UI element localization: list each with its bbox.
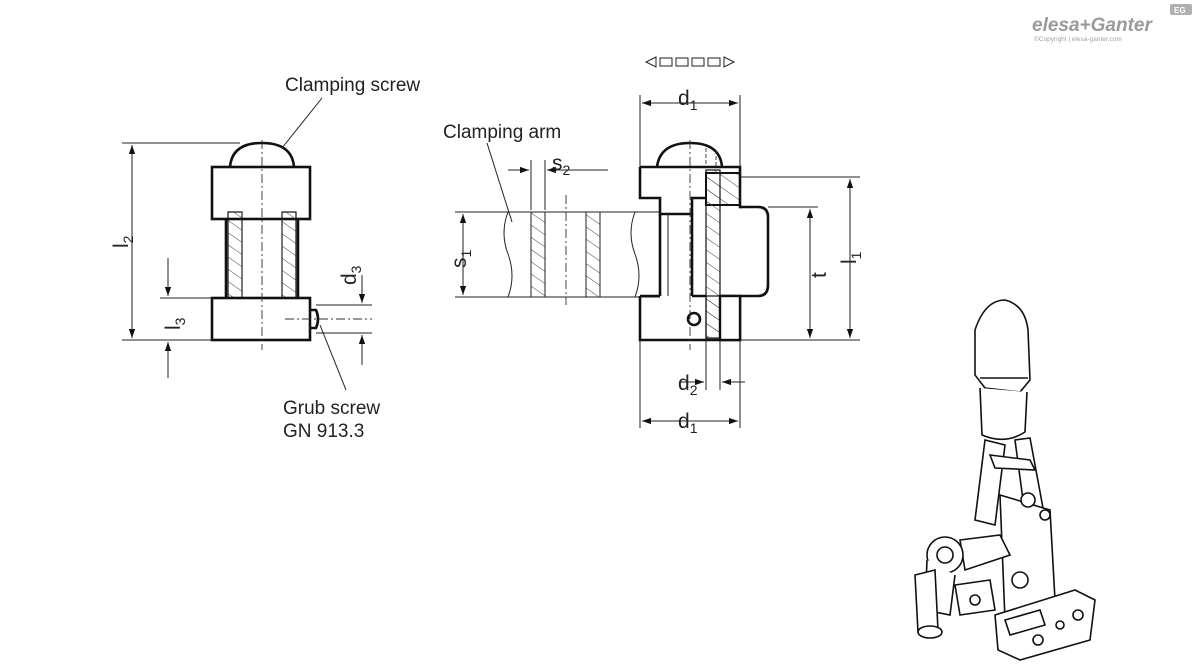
brand-copyright: ©Copyright | elesa-ganter.com — [1034, 35, 1122, 43]
shaft-right-hatch — [281, 211, 297, 299]
shaft-left-hatch — [227, 211, 243, 299]
grub-screw-end — [686, 311, 702, 327]
label-grub-screw-ref: GN 913.3 — [283, 421, 364, 442]
clamping-arm — [460, 211, 660, 298]
label-clamping-screw: Clamping screw — [285, 75, 420, 96]
right-section-view — [455, 95, 860, 428]
arm-hatch-right — [586, 212, 600, 297]
rounded-tab — [740, 205, 770, 298]
label-grub-screw: Grub screw — [283, 398, 380, 419]
dim-t: t — [808, 272, 831, 278]
dim-l3: l3 — [162, 317, 188, 330]
dim-d1-top: d1 — [678, 87, 698, 113]
toggle-clamp-illustration — [914, 299, 1096, 661]
brand-logo: elesa+Ganter — [1032, 15, 1153, 36]
dim-d3: d3 — [338, 265, 364, 285]
left-section-view — [122, 97, 372, 391]
dim-l1: l1 — [838, 251, 864, 264]
label-clamping-arm: Clamping arm — [443, 122, 561, 143]
upper-block — [210, 165, 312, 221]
dim-d1-bottom: d1 — [678, 410, 698, 436]
grub-screw — [310, 308, 320, 330]
dim-s2: s2 — [552, 152, 571, 178]
dim-d2: d2 — [678, 372, 698, 398]
arm-hatch-left — [531, 212, 545, 297]
svg-text:EG: EG — [1174, 6, 1186, 15]
lower-block — [210, 296, 312, 342]
eg-logo-icon: EG — [1170, 4, 1192, 15]
dim-l2: l2 — [110, 235, 136, 248]
dim-s1: s1 — [448, 250, 474, 269]
view-direction-symbol — [644, 56, 736, 68]
right-dome — [655, 141, 724, 168]
